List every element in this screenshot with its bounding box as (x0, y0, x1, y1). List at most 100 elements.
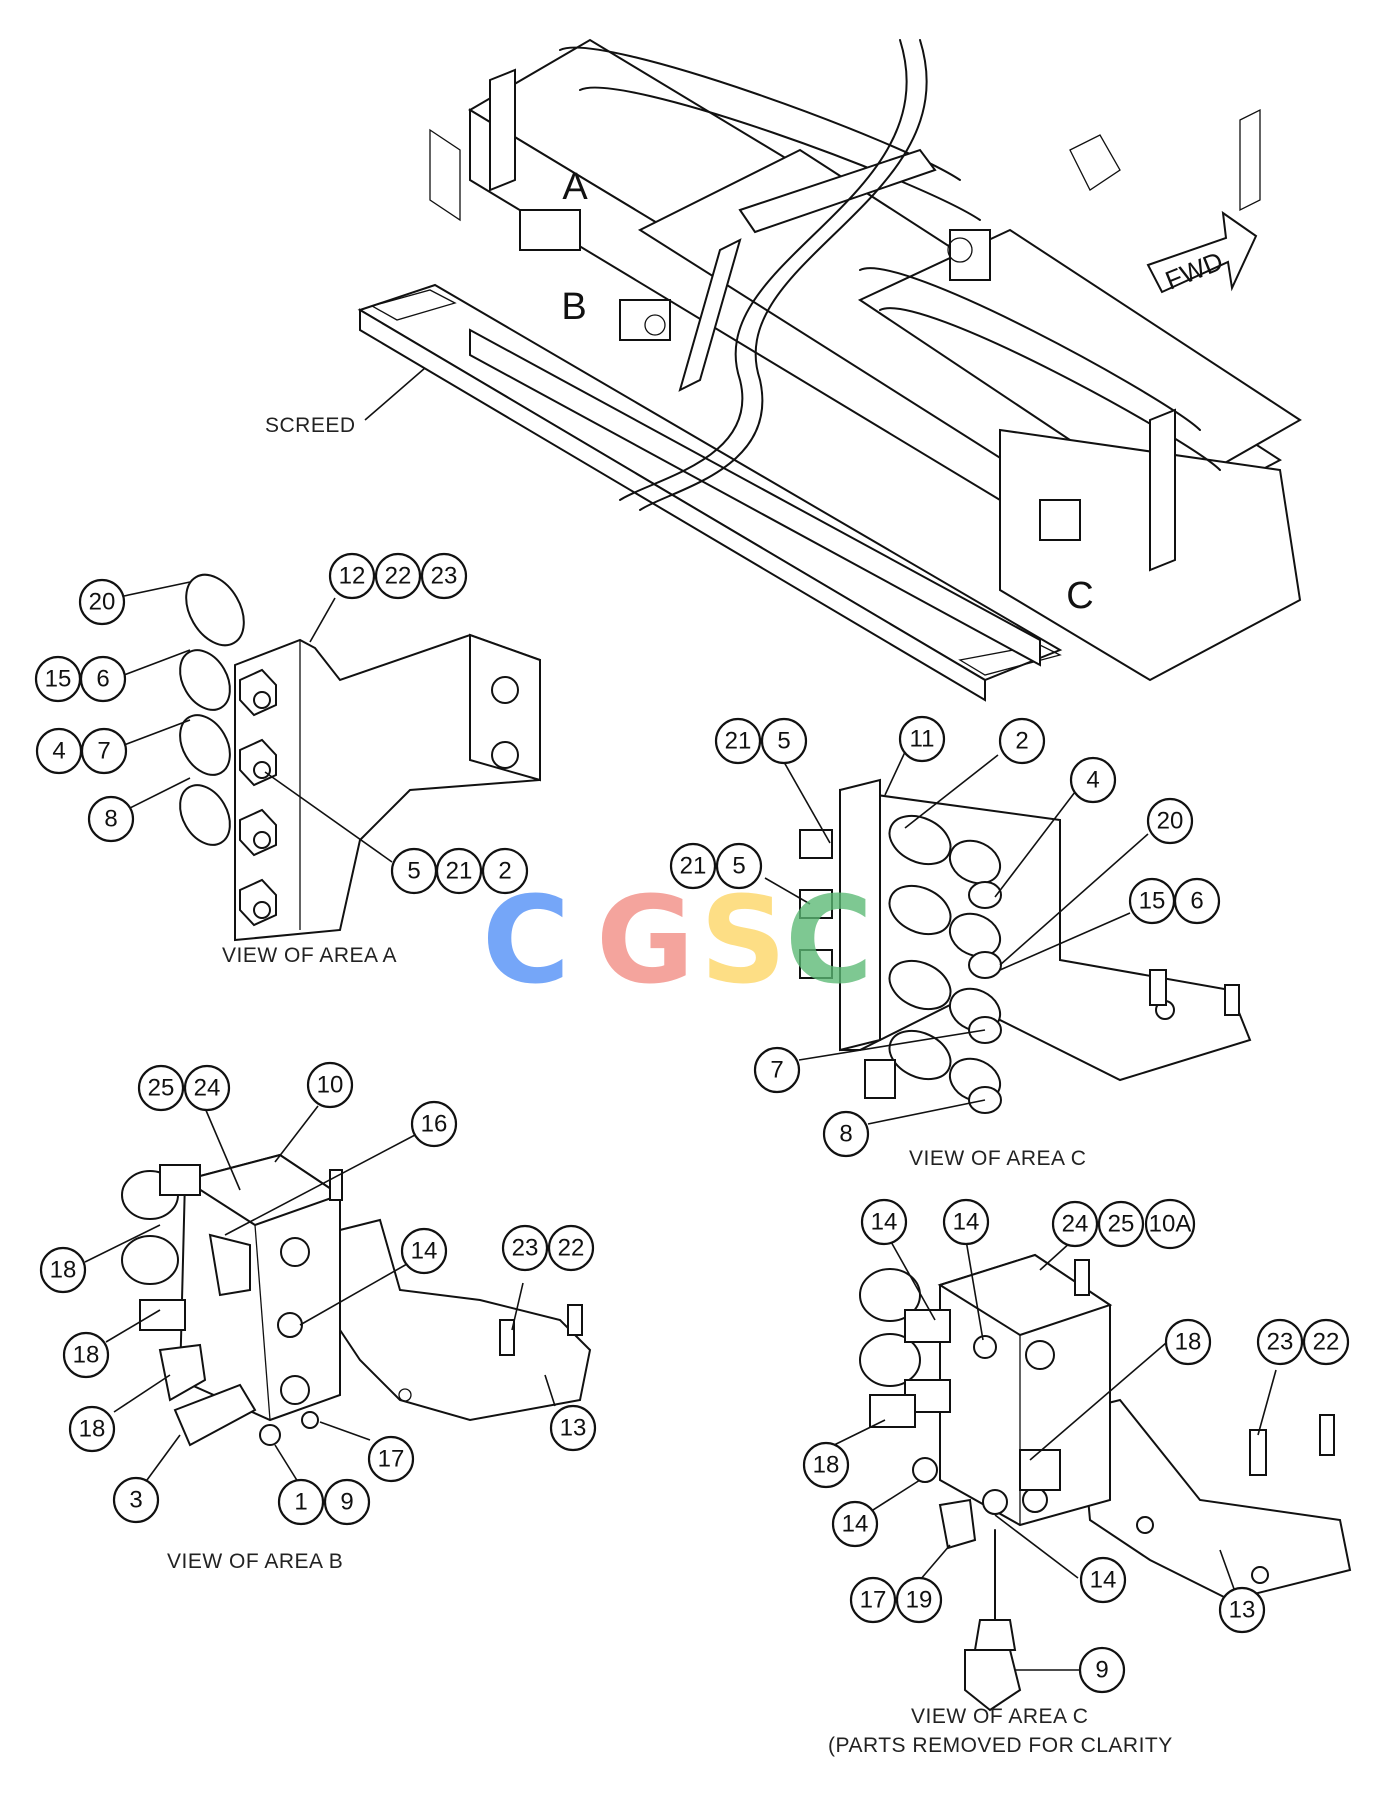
svg-text:19: 19 (906, 1587, 933, 1614)
callout-bubble: 23 (1256, 1318, 1304, 1366)
callout-bubble: 13 (1218, 1586, 1266, 1634)
svg-text:8: 8 (839, 1121, 852, 1148)
callout-bubble: 10A (1144, 1198, 1196, 1250)
callout-bubble: 24 (183, 1064, 231, 1112)
svg-text:1: 1 (294, 1489, 307, 1516)
callout-bubble: 21 (435, 847, 483, 895)
svg-text:14: 14 (842, 1511, 869, 1538)
svg-text:18: 18 (50, 1257, 77, 1284)
callout-bubble: 17 (849, 1576, 897, 1624)
svg-text:18: 18 (79, 1416, 106, 1443)
svg-text:15: 15 (45, 666, 72, 693)
svg-text:17: 17 (378, 1446, 405, 1473)
area-b-letter: B (561, 286, 586, 328)
svg-text:21: 21 (680, 853, 707, 880)
svg-text:24: 24 (1062, 1211, 1089, 1238)
svg-text:20: 20 (1157, 808, 1184, 835)
callout-bubble: 4 (1069, 756, 1117, 804)
svg-text:23: 23 (512, 1235, 539, 1262)
svg-text:14: 14 (871, 1209, 898, 1236)
callout-bubble: 18 (1164, 1318, 1212, 1366)
callout-bubble: 12 (328, 552, 376, 600)
svg-text:17: 17 (860, 1587, 887, 1614)
svg-text:5: 5 (777, 728, 790, 755)
svg-text:S: S (700, 872, 786, 1011)
callout-bubble: 7 (80, 727, 128, 775)
callout-bubble: 4 (35, 727, 83, 775)
callout-bubble: 6 (79, 655, 127, 703)
callout-bubble: 13 (549, 1404, 597, 1452)
svg-text:3: 3 (129, 1487, 142, 1514)
screed-assembly-drawing (357, 38, 1302, 702)
svg-text:2: 2 (1015, 728, 1028, 755)
svg-text:9: 9 (340, 1489, 353, 1516)
area-c-letter: C (1066, 575, 1093, 617)
svg-text:22: 22 (385, 563, 412, 590)
callout-bubble: 21 (714, 717, 762, 765)
svg-text:7: 7 (770, 1057, 783, 1084)
callout-bubble: 1 (277, 1478, 325, 1526)
svg-text:13: 13 (560, 1415, 587, 1442)
callout-bubble: 20 (78, 578, 126, 626)
callout-bubble: 9 (323, 1478, 371, 1526)
view-area-c-upper-drawing (799, 778, 1252, 1114)
svg-text:21: 21 (446, 858, 473, 885)
callout-bubble: 9 (1078, 1646, 1126, 1694)
caption-view-c-upper: VIEW OF AREA C (909, 1147, 1086, 1170)
svg-text:25: 25 (148, 1075, 175, 1102)
callout-bubble: 15 (34, 655, 82, 703)
caption-view-c-lower-note: (PARTS REMOVED FOR CLARITY (828, 1734, 1173, 1757)
callout-bubble: 14 (400, 1227, 448, 1275)
callout-bubble: 11 (898, 715, 946, 763)
callout-bubble: 18 (68, 1405, 116, 1453)
svg-text:6: 6 (96, 666, 109, 693)
callout-bubble: 14 (831, 1500, 879, 1548)
callout-bubble: 18 (62, 1331, 110, 1379)
svg-text:18: 18 (73, 1342, 100, 1369)
view-area-c-lower-drawing (859, 1253, 1352, 1712)
callout-bubble: 15 (1128, 877, 1176, 925)
svg-text:4: 4 (1086, 767, 1099, 794)
callout-bubble: 22 (374, 552, 422, 600)
svg-text:5: 5 (407, 858, 420, 885)
cgsc-watermark-logo: C G S C (482, 872, 873, 1011)
svg-text:G: G (596, 872, 695, 1011)
callout-bubble: 22 (1302, 1318, 1350, 1366)
svg-text:10: 10 (317, 1072, 344, 1099)
svg-text:22: 22 (558, 1235, 585, 1262)
callout-bubble: 23 (501, 1224, 549, 1272)
view-area-a-drawing (179, 573, 541, 942)
callout-bubble: 19 (895, 1576, 943, 1624)
svg-text:9: 9 (1095, 1657, 1108, 1684)
svg-text:C: C (785, 872, 873, 1011)
svg-text:18: 18 (1175, 1329, 1202, 1356)
callout-bubble: 2 (998, 717, 1046, 765)
callout-bubble: 10 (306, 1061, 354, 1109)
callout-bubble: 3 (112, 1476, 160, 1524)
callout-bubble: 14 (860, 1198, 908, 1246)
svg-text:23: 23 (431, 563, 458, 590)
callout-bubble: 21 (669, 842, 717, 890)
callout-bubble: 5 (390, 847, 438, 895)
screed-label: SCREED (265, 414, 356, 437)
svg-text:4: 4 (52, 738, 65, 765)
svg-text:7: 7 (97, 738, 110, 765)
svg-text:14: 14 (1090, 1567, 1117, 1594)
callout-bubble: 24 (1051, 1200, 1099, 1248)
svg-text:22: 22 (1313, 1329, 1340, 1356)
svg-text:16: 16 (421, 1111, 448, 1138)
callout-bubble: 5 (715, 842, 763, 890)
svg-text:23: 23 (1267, 1329, 1294, 1356)
svg-text:13: 13 (1229, 1597, 1256, 1624)
caption-view-c-lower: VIEW OF AREA C (911, 1705, 1088, 1728)
svg-text:14: 14 (411, 1238, 438, 1265)
svg-text:C: C (482, 872, 570, 1011)
svg-text:24: 24 (194, 1075, 221, 1102)
callout-bubble: 16 (410, 1100, 458, 1148)
callout-bubble: 14 (942, 1198, 990, 1246)
callout-bubble: 2 (481, 847, 529, 895)
callout-bubble: 20 (1146, 797, 1194, 845)
svg-text:15: 15 (1139, 888, 1166, 915)
forward-arrow-icon: FWD (1146, 210, 1258, 296)
